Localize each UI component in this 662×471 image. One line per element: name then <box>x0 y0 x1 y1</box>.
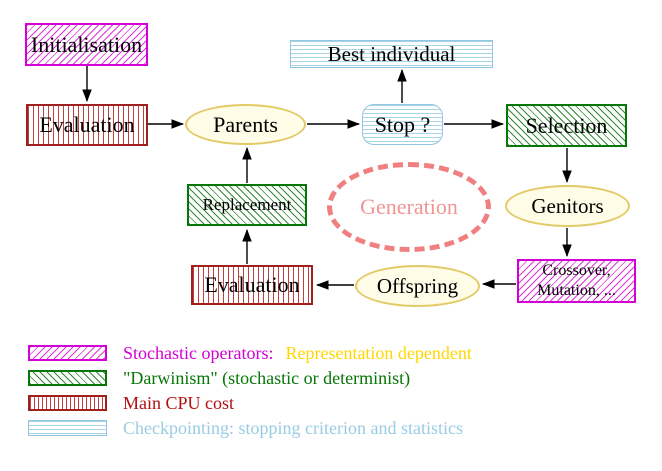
node-best-individual: Best individual <box>290 40 493 68</box>
node-parents-label: Parents <box>213 111 278 137</box>
legend-swatch-darwinism <box>28 370 107 386</box>
node-stop-label: Stop ? <box>374 111 431 137</box>
node-evaluation-top-label: Evaluation <box>39 112 135 137</box>
node-offspring-label: Offspring <box>376 273 459 298</box>
node-stop: Stop ? <box>362 104 443 145</box>
node-evaluation-bottom-label: Evaluation <box>204 272 300 297</box>
node-best-individual-label: Best individual <box>327 41 456 66</box>
node-parents: Parents <box>185 104 306 145</box>
node-genitors-label: Genitors <box>531 193 604 218</box>
legend-swatch-checkpointing <box>28 420 107 436</box>
legend-row-stochastic: Stochastic operators: Representation dep… <box>28 343 472 363</box>
legend-swatch-stochastic <box>28 345 107 361</box>
legend-row-checkpointing: Checkpointing: stopping criterion and st… <box>28 418 472 438</box>
node-selection: Selection <box>506 104 627 147</box>
legend-label-representation: Representation dependent <box>285 343 472 363</box>
legend: Stochastic operators: Representation dep… <box>28 343 472 445</box>
node-replacement: Replacement <box>187 184 307 226</box>
node-generation-label: Generation <box>360 194 458 219</box>
legend-label-checkpointing: Checkpointing: stopping criterion and st… <box>123 418 463 438</box>
node-crossover-line2: Mutation, ... <box>537 282 616 299</box>
node-initialisation-label: Initialisation <box>30 31 143 57</box>
legend-label-cpu-cost: Main CPU cost <box>123 393 235 413</box>
legend-row-darwinism: "Darwinism" (stochastic or determinist) <box>28 368 472 388</box>
node-evaluation-top: Evaluation <box>26 104 148 146</box>
legend-label-darwinism: "Darwinism" (stochastic or determinist) <box>123 368 411 388</box>
node-generation: Generation <box>327 162 491 252</box>
node-crossover-mutation: Crossover, Mutation, ... <box>517 259 636 303</box>
node-initialisation: Initialisation <box>25 23 148 66</box>
node-evaluation-bottom: Evaluation <box>191 265 313 305</box>
legend-label-stochastic: Stochastic operators: <box>123 343 274 363</box>
node-replacement-label: Replacement <box>202 195 292 214</box>
node-selection-label: Selection <box>525 112 608 138</box>
legend-swatch-cpu-cost <box>28 395 107 411</box>
node-crossover-line1: Crossover, <box>542 262 611 279</box>
node-genitors: Genitors <box>505 185 630 227</box>
node-offspring: Offspring <box>355 265 480 307</box>
legend-row-cpu-cost: Main CPU cost <box>28 393 472 413</box>
